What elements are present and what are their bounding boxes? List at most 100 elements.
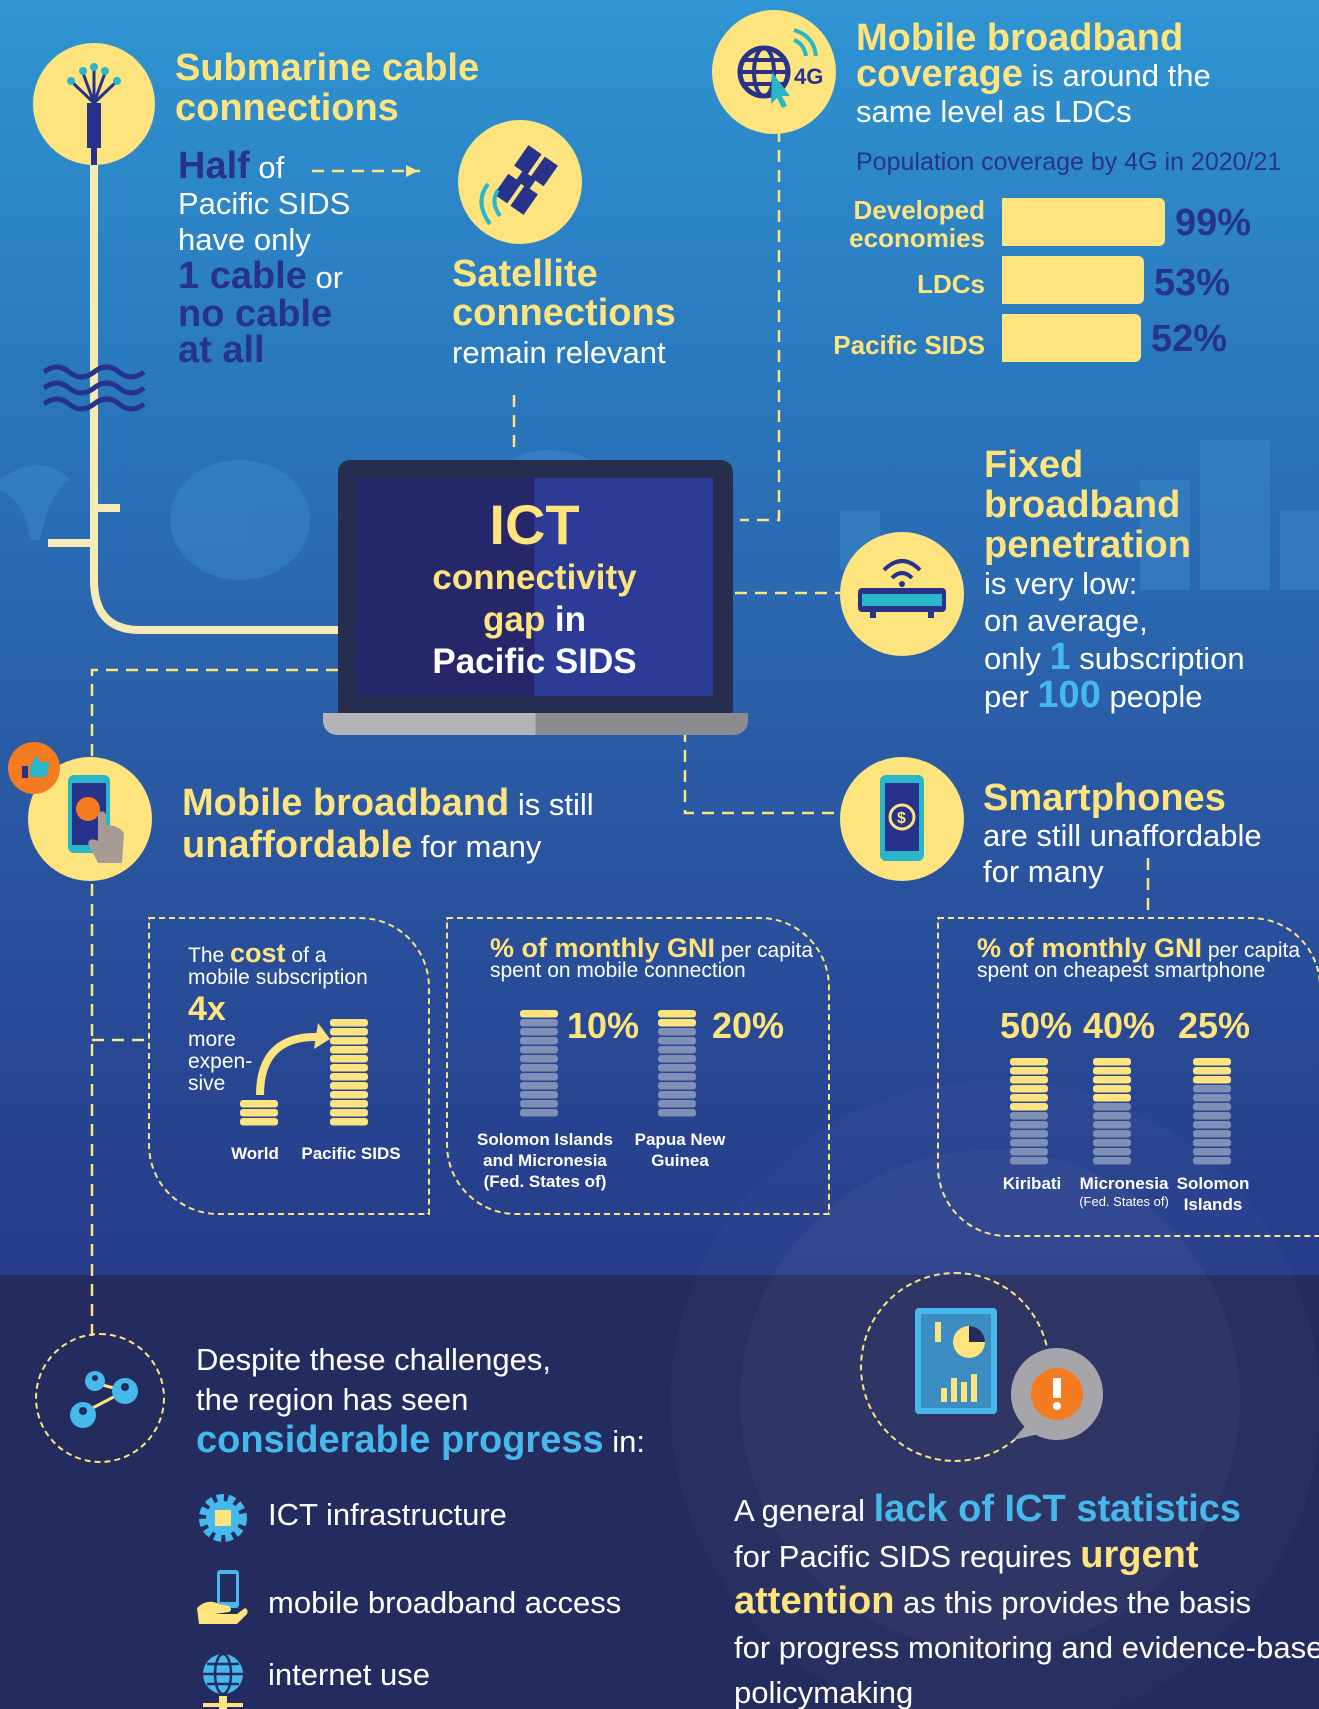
- gni-mobile-1-coin: [658, 1100, 696, 1108]
- gni-smart-2-coin: [1193, 1067, 1231, 1075]
- bar-value-pacific: 52%: [1151, 318, 1228, 360]
- network-circle: [35, 1333, 165, 1463]
- gni-smart-t1b: per capita: [1202, 939, 1301, 962]
- icon-4g-label: 4G: [794, 64, 823, 89]
- satellite-text: Satellite connections remain relevant: [452, 255, 676, 372]
- bottom-panel: [0, 1275, 1319, 1709]
- progress-text: Despite these challenges, the region has…: [196, 1340, 645, 1462]
- gni-smart-2-coin: [1193, 1121, 1231, 1129]
- gni-mobile-0-coin: [520, 1100, 558, 1108]
- gni-smart-pct-2: 25%: [1178, 1005, 1251, 1046]
- satellite-sub: remain relevant: [452, 335, 666, 370]
- gni-smart-2-coin: [1193, 1112, 1231, 1120]
- phone-touch-icon: [68, 775, 124, 863]
- fixed-title-3: penetration: [984, 524, 1191, 566]
- gni-smart-label-1: Micronesia(Fed. States of): [1079, 1174, 1169, 1209]
- gni-smart-2-coin: [1193, 1085, 1231, 1093]
- fixed-one: 1: [1049, 636, 1071, 678]
- gni-mobile-1-coin: [658, 1019, 696, 1027]
- fixed-line-1: is very low:: [984, 566, 1138, 601]
- svg-text:$: $: [897, 810, 906, 827]
- pacific-coin: [330, 1037, 368, 1045]
- gni-mobile-1-coin: [658, 1046, 696, 1054]
- gni-smart-0-coin: [1010, 1112, 1048, 1120]
- gni-mobile-1-coin: [658, 1028, 696, 1036]
- like-bubble: [8, 742, 60, 794]
- progress-line-1: Despite these challenges,: [196, 1342, 552, 1377]
- router-circle: [840, 532, 964, 656]
- submarine-title-2: connections: [175, 87, 399, 129]
- pacific-coin: [330, 1073, 368, 1081]
- router-icon: [858, 559, 946, 618]
- bar-value-developed: 99%: [1175, 202, 1252, 244]
- satellite-circle: [458, 120, 582, 244]
- gni-smart-label-0: Kiribati: [1002, 1174, 1062, 1193]
- gni-smart-2-coin: [1193, 1139, 1231, 1147]
- gni-smart-0-coin: [1010, 1148, 1048, 1156]
- coverage-subtitle: Population coverage by 4G in 2020/21: [856, 148, 1282, 176]
- globe-icon: [203, 1652, 243, 1709]
- coverage-title-2b: is around the: [1022, 58, 1211, 93]
- coverage-title-1: Mobile broadband: [856, 17, 1184, 59]
- stats-attention: attention: [734, 1580, 895, 1622]
- gni-mobile-1-coin: [658, 1109, 696, 1117]
- stats-for-pacific: for Pacific SIDS requires: [734, 1539, 1081, 1574]
- gni-smart-1-coin: [1093, 1121, 1131, 1129]
- fixed-hundred: 100: [1037, 674, 1101, 716]
- laptop-screen: [356, 478, 713, 696]
- gni-smart-1-coin: [1093, 1103, 1131, 1111]
- gni-smart-2-coin: [1193, 1094, 1231, 1102]
- no-cable-text: no cable: [178, 293, 333, 335]
- bar-label-ldcs: LDCs: [917, 269, 985, 299]
- gni-mobile-t1b: per capita: [715, 939, 814, 962]
- gni-smart-0-coin: [1010, 1157, 1048, 1165]
- cost-the: The: [188, 944, 231, 967]
- satellite-title-1: Satellite: [452, 253, 598, 295]
- stats-lack: lack of ICT statistics: [873, 1488, 1242, 1530]
- center-ict: ICT: [489, 493, 580, 556]
- afford-title-1: Mobile broadband: [182, 782, 510, 824]
- gear-icon: [199, 1494, 247, 1542]
- gni-smart-pct-1: 40%: [1083, 1005, 1156, 1046]
- gni-smart-coins: [1010, 1058, 1231, 1165]
- smartphone-line-1: are still unaffordable: [983, 818, 1262, 853]
- stats-basis: as this provides the basis: [894, 1585, 1252, 1620]
- fixed-title-2: broadband: [984, 484, 1181, 526]
- gni-smart-box: [937, 917, 1319, 1237]
- cost-box: [148, 917, 430, 1215]
- progress-item-mobile-access: mobile broadband access: [268, 1585, 622, 1620]
- globe-4g-icon: 4G: [737, 28, 823, 108]
- gni-mobile-t2: spent on mobile connection: [490, 959, 746, 982]
- cost-of-a: of a: [285, 944, 327, 967]
- laptop-base: [323, 713, 748, 735]
- afford-still: is still: [509, 787, 594, 822]
- gni-smart-1-coin: [1093, 1157, 1131, 1165]
- gni-mobile-1-coin: [658, 1091, 696, 1099]
- gni-mobile-1-coin: [658, 1037, 696, 1045]
- label-pacific-sids: Pacific SIDS: [301, 1144, 401, 1163]
- gni-smart-1-coin: [1093, 1094, 1131, 1102]
- center-connectivity: connectivity: [432, 558, 637, 597]
- people-network-icon: [70, 1371, 138, 1428]
- gni-smart-2-coin: [1193, 1058, 1231, 1066]
- gni-mobile-1-coin: [658, 1082, 696, 1090]
- label-world: World: [231, 1144, 279, 1163]
- gni-smart-2-coin: [1193, 1157, 1231, 1165]
- pacific-coin: [330, 1019, 368, 1027]
- gni-mobile-title: % of monthly GNI per capita spent on mob…: [490, 935, 814, 982]
- gni-smart-1-coin: [1093, 1130, 1131, 1138]
- fixed-per: per: [984, 679, 1038, 714]
- gni-mobile-0-coin: [520, 1055, 558, 1063]
- gni-mobile-1-coin: [658, 1073, 696, 1081]
- bar-developed: [1002, 198, 1165, 246]
- cost-text: The cost of a mobile subscription 4x mor…: [188, 940, 368, 1095]
- center-pacific-sids: Pacific SIDS: [432, 642, 637, 681]
- stats-text: A general lack of ICT statistics for Pac…: [734, 1487, 1319, 1709]
- or-text: or: [306, 260, 344, 295]
- gni-smart-0-coin: [1010, 1058, 1048, 1066]
- stats-line-5: policymaking: [734, 1675, 914, 1709]
- gni-mobile-0-coin: [520, 1064, 558, 1072]
- progress-item-internet-use: internet use: [268, 1657, 430, 1692]
